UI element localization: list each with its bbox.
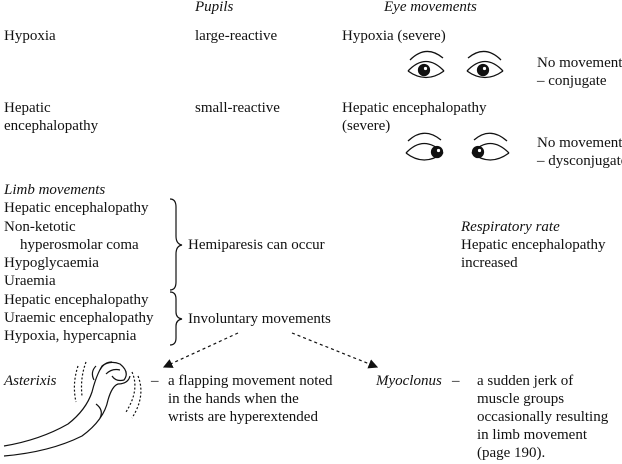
eye-movements-header: Eye movements <box>384 0 477 15</box>
condition-hepatic-line1: Hepatic <box>4 100 51 116</box>
involuntary-movements-label: Involuntary movements <box>188 311 331 327</box>
myoclonus-desc-line: (page 190). <box>477 445 546 461</box>
eye-hypoxia: Hypoxia (severe) <box>342 28 446 44</box>
limb-group1-item: Uraemia <box>4 273 56 289</box>
eye-hepatic-line1: Hepatic encephalopathy <box>342 100 487 116</box>
condition-hypoxia: Hypoxia <box>4 28 56 44</box>
asterixis-desc-line: wrists are hyperextended <box>168 409 318 425</box>
hemiparesis-label: Hemiparesis can occur <box>188 237 325 253</box>
limb-group2-item: Hepatic encephalopathy <box>4 292 149 308</box>
asterixis-dash: – <box>151 373 159 389</box>
brace-icon <box>169 198 183 291</box>
limb-group2-item: Hypoxia, hypercapnia <box>4 328 137 344</box>
pupils-hypoxia: large-reactive <box>195 28 278 44</box>
eye-note-dysconjugate-line1: No movement <box>537 135 622 151</box>
asterixis-term: Asterixis <box>4 373 57 389</box>
eye-icon <box>471 132 510 161</box>
arrow-icon <box>291 332 379 369</box>
eye-icon <box>405 132 444 161</box>
myoclonus-dash: – <box>452 373 460 389</box>
respiratory-heading: Respiratory rate <box>461 219 560 235</box>
eye-note-conjugate-line1: No movement <box>537 55 622 71</box>
brace-icon <box>169 291 183 346</box>
myoclonus-desc-line: a sudden jerk of <box>477 373 574 389</box>
limb-group1-item: Hypoglycaemia <box>4 255 99 271</box>
pupils-hepatic: small-reactive <box>195 100 280 116</box>
respiratory-line2: increased <box>461 255 518 271</box>
limb-group1-item: hyperosmolar coma <box>20 237 139 253</box>
condition-hepatic-line2: encephalopathy <box>4 118 99 134</box>
eye-icon <box>466 50 504 79</box>
myoclonus-desc-line: occasionally resulting <box>477 409 609 425</box>
eye-note-dysconjugate-line2: – dysconjugate <box>537 153 622 169</box>
myoclonus-desc-line: in limb movement <box>477 427 587 443</box>
eye-hepatic-line2: (severe) <box>342 118 391 134</box>
limb-group1-item: Hepatic encephalopathy <box>4 200 149 216</box>
limb-movements-heading: Limb movements <box>4 182 106 198</box>
respiratory-line1: Hepatic encephalopathy <box>461 237 606 253</box>
asterixis-desc-line: a flapping movement noted <box>168 373 333 389</box>
limb-group2-item: Uraemic encephalopathy <box>4 310 154 326</box>
asterixis-desc-line: in the hands when the <box>168 391 299 407</box>
pupils-header: Pupils <box>195 0 234 15</box>
limb-group1-item: Non-ketotic <box>4 219 76 235</box>
myoclonus-term: Myoclonus <box>376 373 442 389</box>
hand-icon <box>3 361 142 457</box>
eye-note-conjugate-line2: – conjugate <box>537 73 607 89</box>
myoclonus-desc-line: muscle groups <box>477 391 565 407</box>
arrow-icon <box>162 332 239 368</box>
eye-icon <box>407 50 445 79</box>
